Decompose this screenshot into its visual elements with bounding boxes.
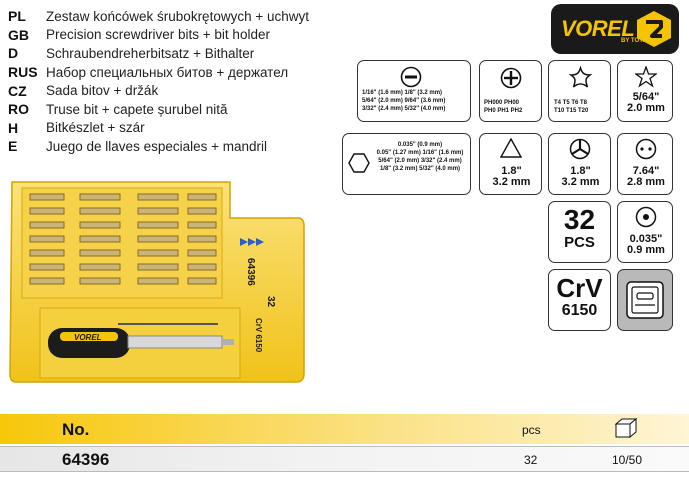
spec-line: 1.8" <box>570 165 591 177</box>
spec-line: 3.2 mm <box>492 176 531 188</box>
lang-row: GB Precision screwdriver bits + bit holde… <box>8 26 309 45</box>
language-list: PL Zestaw końcówek śrubokrętowych + uchwy… <box>8 7 309 156</box>
triangle-icon <box>500 138 522 158</box>
material-box: CrV 6150 <box>548 269 611 331</box>
spec-line: 3.2 mm <box>561 176 600 188</box>
lang-code: PL <box>8 8 26 25</box>
spec-line: 0.05" (1.27 mm) 1/16" (1.6 mm) <box>376 150 464 156</box>
lang-row: PL Zestaw końcówek śrubokrętowych + uchwy… <box>8 7 309 26</box>
tri-wing-icon <box>569 138 591 160</box>
star-icon <box>635 66 657 88</box>
spec-line: 7.64" <box>632 165 660 177</box>
spanner-icon <box>635 138 657 160</box>
lang-row: CZ Sada bitov + držák <box>8 81 309 100</box>
pcs-badge-box: 32 PCS <box>548 201 611 263</box>
logo-badge-icon <box>637 11 671 47</box>
lang-code: D <box>8 45 19 62</box>
torx-single-box: 5/64" 2.0 mm <box>617 60 673 122</box>
case-icon <box>626 281 664 319</box>
spec-line: 2.0 mm <box>627 102 665 114</box>
table-row <box>0 446 689 472</box>
tri-wing-bit-box: 1.8" 3.2 mm <box>548 133 611 195</box>
lang-row: D Schraubendreherbitsatz + Bithalter <box>8 44 309 63</box>
lang-text: Truse bit + capete șurubel nită <box>46 101 228 117</box>
pin-icon <box>635 206 657 228</box>
spanner-bit-box: 7.64" 2.8 mm <box>617 133 673 195</box>
lang-row: RO Truse bit + capete șurubel nită <box>8 100 309 119</box>
row-pcs: 32 <box>524 453 538 467</box>
hex-icon <box>348 153 370 173</box>
slotted-bits-box: 1/16" (1.6 mm) 1/8" (3.2 mm) 5/64" (2.0 … <box>357 60 471 122</box>
lang-row: E Juego de llaves especiales + mandril <box>8 137 309 156</box>
spec-line: 3/32" (2.4 mm) 5/32" (4.0 mm) <box>362 106 446 112</box>
spec-line: 0.035" <box>629 233 663 245</box>
pcs-unit: PCS <box>564 234 595 251</box>
spec-line: 1/8" (3.2 mm) 5/32" (4.0 mm) <box>379 166 461 172</box>
spec-line: 5/64" <box>632 91 660 103</box>
lang-text: Bitkészlet + szár <box>46 120 145 136</box>
torx-icon <box>568 66 593 88</box>
row-pack: 10/50 <box>612 453 643 467</box>
case-material: CrV 6150 <box>254 318 263 353</box>
spec-line: T4 T5 T6 T8 <box>554 100 588 106</box>
lang-code: RUS <box>8 64 38 81</box>
lang-text: Schraubendreherbitsatz + Bithalter <box>46 45 255 61</box>
lang-text: Precision screwdriver bits + bit holder <box>46 27 270 43</box>
spec-line: T10 T15 T20 <box>554 108 589 114</box>
case-label: 64396 <box>245 258 256 286</box>
lang-text: Zestaw końcówek śrubokrętowych + uchwyt <box>46 8 309 24</box>
phillips-icon <box>500 67 522 89</box>
triangle-bit-box: 1.8" 3.2 mm <box>479 133 542 195</box>
vorel-logo: VOREL BY TOYA <box>551 4 679 54</box>
lang-code: GB <box>8 26 29 43</box>
lang-code: H <box>8 119 19 136</box>
spec-line: 5/64" (2.0 mm) 9/64" (3.6 mm) <box>362 98 446 104</box>
case-icon-box <box>617 269 673 331</box>
package-icon <box>614 417 638 439</box>
lang-text: Sada bitov + držák <box>46 83 159 99</box>
lang-code: RO <box>8 101 29 118</box>
spec-line: PH000 PH00 <box>484 100 520 106</box>
lang-text: Juego de llaves especiales + mandril <box>46 138 268 154</box>
row-no: 64396 <box>62 450 110 469</box>
spec-line: 1.8" <box>501 165 522 177</box>
header-no: No. <box>62 420 90 439</box>
material-top: CrV <box>556 273 603 303</box>
lang-text: Набор специальных битов + держател <box>46 64 289 80</box>
lang-code: CZ <box>8 82 27 99</box>
header-pcs: pcs <box>522 423 541 437</box>
product-photo: 64396 32 CrV 6150 VOREL <box>9 181 305 383</box>
lang-row: RUS Набор специальных битов + держател <box>8 63 309 82</box>
spec-line: 0.035" (0.9 mm) <box>397 142 443 148</box>
logo-sub: BY TOYA <box>621 38 647 44</box>
phillips-bits-box: PH000 PH00 PH0 PH1 PH2 <box>479 60 542 122</box>
spec-line: PH0 PH1 PH2 <box>484 108 523 114</box>
pcs-number: 32 <box>563 204 596 235</box>
lang-row: H Bitkészlet + szár <box>8 119 309 138</box>
spec-line: 2.8 mm <box>627 176 665 188</box>
spec-line: 0.9 mm <box>627 244 665 256</box>
spec-line: 5/64" (2.0 mm) 3/32" (2.4 mm) <box>378 158 462 164</box>
case-pcs: 32 <box>265 296 276 308</box>
spec-line: 1/16" (1.6 mm) 1/8" (3.2 mm) <box>362 90 443 96</box>
table-header <box>0 414 689 444</box>
hex-bits-box: 0.035" (0.9 mm) 0.05" (1.27 mm) 1/16" (1… <box>342 133 471 195</box>
torx-bits-box: T4 T5 T6 T8 T10 T15 T20 <box>548 60 611 122</box>
logo-word: VOREL <box>561 16 635 41</box>
handle-brand: VOREL <box>74 333 102 342</box>
lang-code: E <box>8 138 18 155</box>
pin-bit-box: 0.035" 0.9 mm <box>617 201 673 263</box>
slotted-icon <box>400 66 422 88</box>
material-bottom: 6150 <box>561 302 598 319</box>
